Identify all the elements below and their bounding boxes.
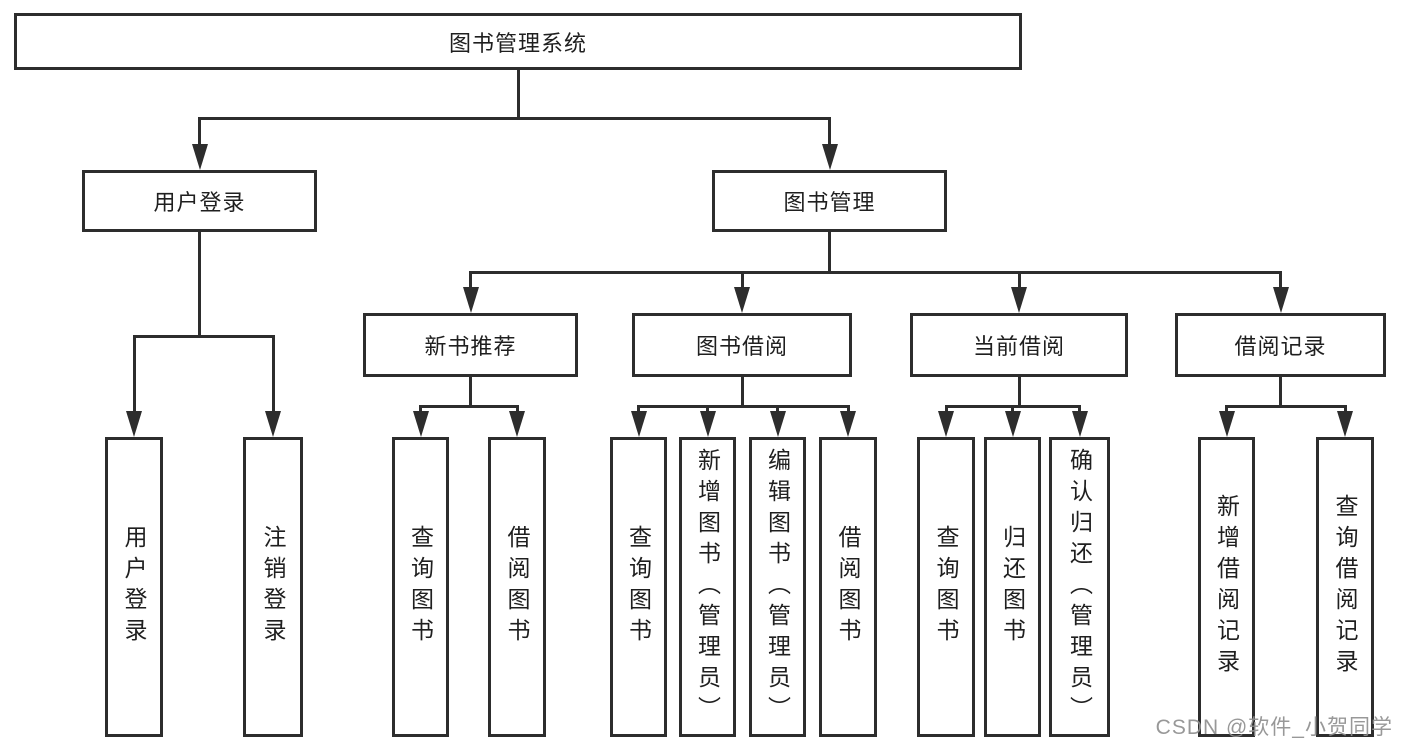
node-book-borrow: 图书借阅 [632,313,852,377]
node-label: 查询图书 [933,525,959,649]
connector-vertical-line [944,406,948,415]
node-add-books-admin: 新增图书（管理员） [679,437,736,737]
node-borrow-books-borrow: 借阅图书 [819,437,877,737]
connector-horizontal-line [419,404,519,408]
node-label: 确认归还（管理员） [1066,447,1093,727]
arrow-down-icon [265,411,281,437]
connector-vertical-line [828,118,831,148]
node-label: 用户登录 [153,190,246,215]
connector-horizontal-line [1225,404,1347,408]
arrow-down-icon [630,411,647,437]
node-label: 新书推荐 [424,334,517,359]
node-label: 借阅图书 [835,525,861,649]
node-query-borrow-record: 查询借阅记录 [1316,437,1374,737]
node-root: 图书管理系统 [14,13,1022,70]
connector-vertical-line [198,118,201,148]
node-logout-action: 注销登录 [243,437,303,737]
node-confirm-return-admin: 确认归还（管理员） [1049,437,1110,737]
arrow-down-icon [126,411,142,437]
connector-vertical-line [740,377,744,406]
node-label: 当前借阅 [972,334,1065,359]
connector-vertical-line [1279,272,1282,291]
node-label: 归还图书 [999,525,1026,649]
connector-horizontal-line [469,270,1282,274]
arrow-down-icon [191,144,208,170]
connector-horizontal-line [198,116,831,120]
node-edit-books-admin: 编辑图书（管理员） [749,437,806,737]
node-label: 查询图书 [407,525,434,649]
connector-vertical-line [1279,377,1282,406]
connector-vertical-line [776,406,779,415]
node-label: 图书借阅 [695,334,788,359]
node-label: 新增图书（管理员） [694,447,721,727]
node-label: 查询借阅记录 [1332,494,1358,680]
connector-vertical-line [419,406,422,415]
connector-vertical-line [1017,272,1021,291]
arrow-down-icon [699,411,716,437]
node-return-books: 归还图书 [984,437,1041,737]
connector-horizontal-line [132,334,275,338]
node-label: 借阅图书 [504,525,530,649]
connector-vertical-line [740,272,744,291]
node-add-borrow-record: 新增借阅记录 [1198,437,1255,737]
node-label: 查询图书 [625,525,652,649]
arrow-down-icon [1071,411,1088,437]
arrow-down-icon [1004,411,1021,437]
arrow-down-icon [734,287,750,313]
connector-vertical-line [132,336,136,415]
node-current-borrow: 当前借阅 [910,313,1128,377]
arrow-down-icon [1218,411,1235,437]
csdn-watermark: CSDN @软件_小贺同学 [1155,716,1393,739]
arrow-down-icon [938,411,954,437]
node-borrow-records: 借阅记录 [1175,313,1386,377]
connector-vertical-line [469,377,472,406]
arrow-down-icon [1272,287,1289,313]
connector-vertical-line [271,336,275,415]
connector-vertical-line [469,272,472,291]
connector-vertical-line [1011,406,1014,415]
arrow-down-icon [1011,287,1027,313]
node-user-login-action: 用户登录 [105,437,163,737]
connector-vertical-line [516,70,520,118]
connector-vertical-line [846,406,850,415]
connector-vertical-line [828,232,831,272]
node-label: 新增借阅记录 [1213,494,1240,680]
node-label: 注销登录 [260,525,286,649]
connector-vertical-line [1343,406,1347,415]
node-borrow-books-rec: 借阅图书 [488,437,546,737]
connector-vertical-line [1225,406,1228,415]
connector-vertical-line [637,406,640,415]
node-book-mgmt: 图书管理 [712,170,947,232]
arrow-down-icon [509,411,525,437]
node-new-book-rec: 新书推荐 [363,313,578,377]
node-label: 图书管理 [783,190,876,215]
arrow-down-icon [412,411,429,437]
node-label: 编辑图书（管理员） [764,447,791,727]
arrow-down-icon [462,287,479,313]
connector-horizontal-line [637,404,850,408]
arrow-down-icon [769,411,786,437]
connector-vertical-line [1017,377,1021,406]
arrow-down-icon [821,144,838,170]
node-query-books-rec: 查询图书 [392,437,449,737]
node-user-login: 用户登录 [82,170,317,232]
arrow-down-icon [1337,411,1353,437]
node-query-books-current: 查询图书 [917,437,975,737]
arrow-down-icon [840,411,856,437]
connector-vertical-line [515,406,519,415]
connector-vertical-line [1078,406,1081,415]
node-label: 用户登录 [121,525,147,649]
connector-vertical-line [198,232,201,336]
connector-vertical-line [706,406,709,415]
node-label: 借阅记录 [1234,334,1327,359]
node-label: 图书管理系统 [448,30,587,56]
node-query-books-borrow: 查询图书 [610,437,667,737]
